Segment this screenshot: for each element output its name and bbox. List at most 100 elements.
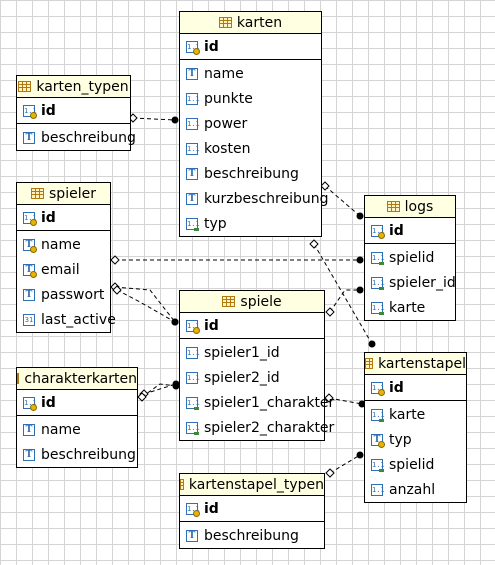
relation-diamond-icon bbox=[325, 307, 335, 317]
number-ref-icon: 1.1 bbox=[371, 458, 385, 472]
text-key-icon: T bbox=[371, 433, 385, 448]
relation-logs-karte-karten[interactable] bbox=[320, 181, 364, 220]
relation-karten-typ[interactable] bbox=[128, 113, 179, 124]
field-name: id bbox=[41, 102, 56, 119]
field-name: spieler1_charakter bbox=[204, 394, 335, 411]
table-header[interactable]: kartenstapel bbox=[365, 353, 466, 375]
table-header[interactable]: spieler bbox=[17, 183, 110, 205]
relation-line[interactable] bbox=[313, 243, 373, 345]
field-row[interactable]: 1.1 spielid bbox=[365, 452, 466, 477]
text-icon: T bbox=[186, 67, 198, 80]
relation-line[interactable] bbox=[141, 383, 177, 398]
field-name: punkte bbox=[204, 90, 253, 107]
relation-endpoint-dot-icon bbox=[368, 340, 376, 348]
table-name: spieler bbox=[49, 185, 96, 202]
relation-kartenstapel-typ-typen[interactable] bbox=[325, 451, 364, 478]
relation-logs-spielid-spiele[interactable] bbox=[325, 286, 364, 317]
relation-diamond-icon bbox=[137, 392, 147, 402]
number-ref-icon: 1.1 bbox=[186, 421, 200, 435]
relation-kartenstapel-spielid-spiele[interactable] bbox=[324, 393, 366, 408]
number-key-icon: 1.1 bbox=[23, 211, 37, 226]
table-header[interactable]: karten_typen bbox=[17, 76, 130, 98]
table-header[interactable]: charakterkarten bbox=[17, 368, 137, 390]
field-name: karte bbox=[389, 299, 426, 316]
relation-spiele-spieler2-spieler[interactable] bbox=[112, 285, 179, 326]
field-name: spielid bbox=[389, 456, 435, 473]
relation-kartenstapel-karte-karten[interactable] bbox=[309, 239, 376, 348]
relation-logs-spieler-spieler[interactable] bbox=[110, 255, 364, 265]
relation-line[interactable] bbox=[143, 383, 177, 395]
relation-endpoint-dot-icon bbox=[358, 400, 366, 408]
table-header[interactable]: karten bbox=[180, 12, 321, 34]
relation-line[interactable] bbox=[329, 454, 361, 474]
field-name: spieler2_id bbox=[204, 369, 280, 386]
table-header[interactable]: kartenstapel_typen bbox=[180, 474, 324, 496]
field-name: passwort bbox=[41, 286, 105, 303]
number-icon: 1.1 bbox=[186, 117, 200, 130]
relation-spiele-char2-charakterkarten[interactable] bbox=[137, 382, 180, 402]
field-name: name bbox=[41, 236, 81, 253]
table-header[interactable]: spiele bbox=[180, 291, 324, 313]
relation-line[interactable] bbox=[132, 117, 176, 121]
table-header[interactable]: logs bbox=[365, 196, 455, 218]
field-name: typ bbox=[204, 215, 227, 232]
field-name: id bbox=[204, 500, 219, 517]
relation-line[interactable] bbox=[114, 286, 176, 323]
number-key-icon: 1.1 bbox=[371, 224, 385, 239]
relation-line[interactable] bbox=[116, 289, 176, 323]
relation-line[interactable] bbox=[328, 397, 363, 405]
relation-line[interactable] bbox=[324, 185, 361, 217]
relation-endpoint-dot-icon bbox=[171, 318, 179, 326]
relation-spiele-char1-charakterkarten[interactable] bbox=[139, 380, 180, 399]
relation-line[interactable] bbox=[329, 289, 360, 313]
field-name: kurzbeschreibung bbox=[204, 190, 329, 207]
table-icon bbox=[31, 188, 45, 199]
